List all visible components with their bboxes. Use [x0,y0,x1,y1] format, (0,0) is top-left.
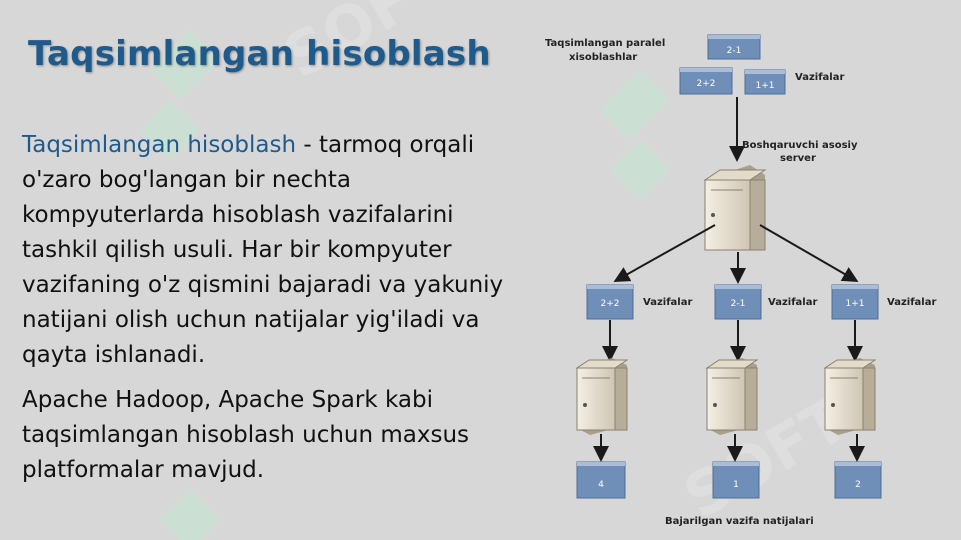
input-task-box: 2+2 [679,67,733,95]
worker-server-icon [823,358,877,435]
branch-task-label: Vazifalar [887,297,936,308]
defined-term: Taqsimlangan hisoblash [22,132,297,158]
input-tasks-label: Vazifalar [795,72,844,83]
result-box: 4 [576,461,626,499]
result-value: 1 [733,480,739,490]
branch-task-label: Vazifalar [768,297,817,308]
top-label-line2: xisoblashlar [569,52,637,63]
master-server-icon [703,165,767,251]
result-box: 2 [834,461,882,499]
branch-task-box: 1+1 [831,284,879,320]
arrow [613,224,716,282]
server-label-line2: server [780,153,816,164]
branch-task-value: 2+2 [601,299,620,309]
platforms-paragraph: Apache Hadoop, Apache Spark kabi taqsiml… [22,387,470,483]
input-task-label: 1+1 [756,81,775,91]
input-task-label: 2-1 [727,46,742,56]
slide-body: Taqsimlangan hisoblash - tarmoq orqali o… [22,128,522,498]
distributed-computing-diagram: Taqsimlangan paralel xisoblashlar 2-1 2+… [545,34,936,527]
arrow [759,224,859,283]
branch-task-label: Vazifalar [643,297,692,308]
branch-task-value: 2-1 [731,299,746,309]
input-task-label: 2+2 [697,79,716,89]
result-value: 4 [598,480,604,490]
result-box: 1 [712,461,760,499]
top-label-line1: Taqsimlangan paralel [545,38,665,49]
definition-paragraph: Taqsimlangan hisoblash - tarmoq orqali o… [22,128,522,373]
results-label: Bajarilgan vazifa natijalari [665,516,814,527]
definition-text: - tarmoq orqali o'zaro bog'langan bir ne… [22,132,504,368]
slide-title: Taqsimlangan hisoblash [28,34,491,74]
input-task-box: 2-1 [707,34,761,60]
worker-server-icon [575,358,629,435]
branch-task-box: 2-1 [714,284,762,320]
server-label-line1: Boshqaruvchi asosiy [742,140,858,151]
branch-task-box: 2+2 [586,284,634,320]
input-task-box: 1+1 [744,69,786,95]
result-value: 2 [855,480,861,490]
worker-server-icon [705,358,759,435]
branch-task-value: 1+1 [846,299,865,309]
